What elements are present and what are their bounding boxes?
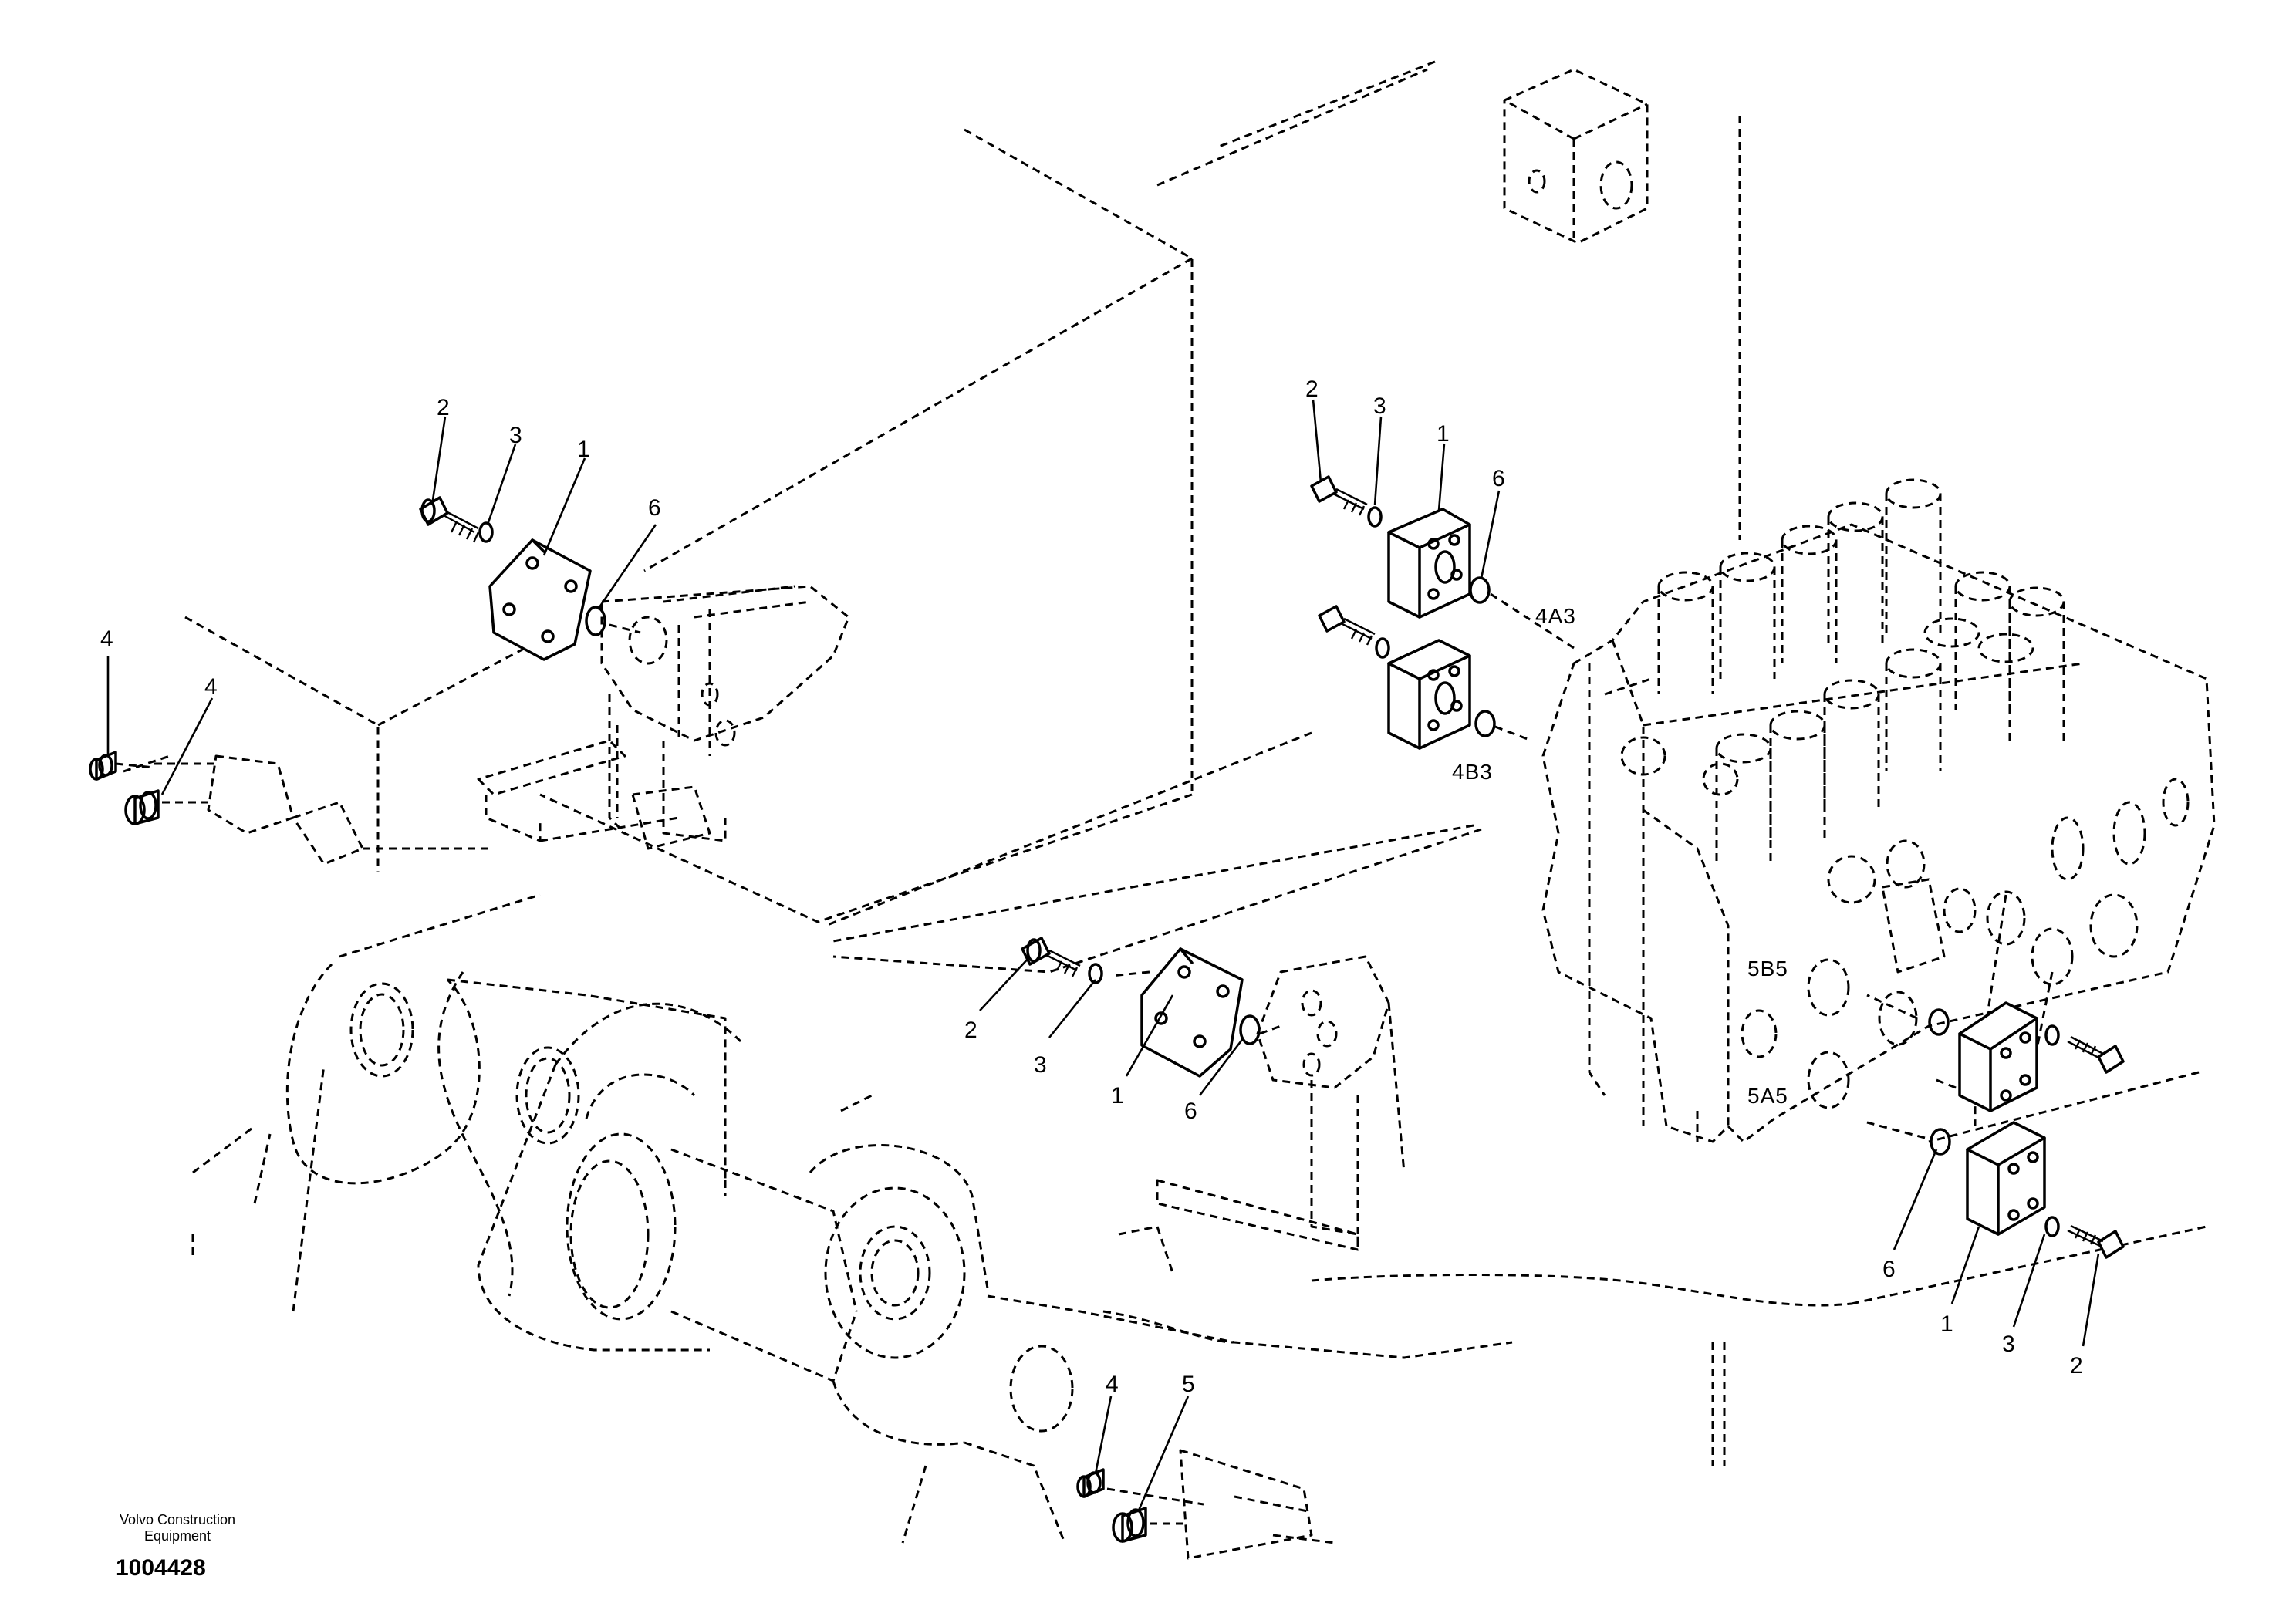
callout-e4: 4 [1106,1372,1119,1397]
port-label-5b5: 5B5 [1747,957,1788,980]
callout-b1: 1 [1437,421,1450,447]
washer-a [478,521,494,543]
drawing-number: 1004428 [116,1555,206,1581]
callout-e5: 5 [1182,1372,1195,1397]
leader-lines [106,399,2100,1525]
brand-label: Volvo Construction Equipment [85,1512,270,1544]
callout-a2: 2 [437,395,450,420]
callout-d6: 6 [1882,1257,1896,1282]
callout-c2: 2 [964,1018,977,1043]
callout-b3: 3 [1373,393,1386,419]
flange-c [1140,947,1244,1078]
washer-b1 [1367,506,1383,528]
o-ring-a [585,606,606,636]
callout-b6: 6 [1492,466,1505,491]
flange-d2 [1966,1121,2046,1236]
brand-line-1: Volvo Construction [119,1512,236,1527]
callout-a1: 1 [577,437,590,462]
callout-a3: 3 [509,423,522,448]
callout-b2: 2 [1305,376,1319,402]
washer-c [1088,963,1103,984]
port-label-5a5: 5A5 [1747,1084,1788,1108]
o-ring-d1 [1928,1008,1950,1036]
phantom-structure [123,60,2216,1560]
flange-b2 [1387,639,1471,750]
callout-a6: 6 [648,495,661,521]
callout-d1: 1 [1940,1311,1953,1337]
callout-a4b: 4 [204,674,218,700]
o-ring-c [1239,1014,1261,1045]
washer-d1 [2044,1024,2060,1046]
callout-a4a: 4 [100,626,113,652]
callout-c1: 1 [1111,1083,1124,1109]
port-label-4a3: 4A3 [1535,604,1576,628]
flange-group-a [419,496,606,661]
flange-d1 [1958,1001,2038,1112]
flange-group-c [1021,937,1261,1078]
flange-group-b [1310,475,1496,750]
callout-c6: 6 [1184,1099,1197,1124]
brand-line-2: Equipment [144,1528,211,1544]
bolt-b1 [1310,475,1338,503]
flange-b1 [1387,508,1471,619]
o-ring-b2 [1474,710,1496,737]
o-ring-b1 [1469,576,1491,604]
callout-labels: 2 3 1 6 4 4 2 3 1 6 2 3 1 6 6 1 3 2 4 5 … [100,376,2083,1397]
callout-d3: 3 [2002,1331,2015,1357]
port-label-4b3: 4B3 [1452,760,1493,784]
flange-group-d [1928,1001,2125,1259]
washer-d2 [2044,1216,2060,1237]
bolt-d2 [2097,1230,2125,1259]
callout-d2: 2 [2070,1353,2083,1379]
flange-a [488,538,592,661]
callout-c3: 3 [1034,1052,1047,1078]
plug-group [89,751,1147,1543]
bolt-d1 [2097,1045,2125,1074]
washer-b2 [1375,637,1390,659]
bolt-b2 [1318,605,1346,633]
o-ring-d2 [1930,1128,1951,1156]
